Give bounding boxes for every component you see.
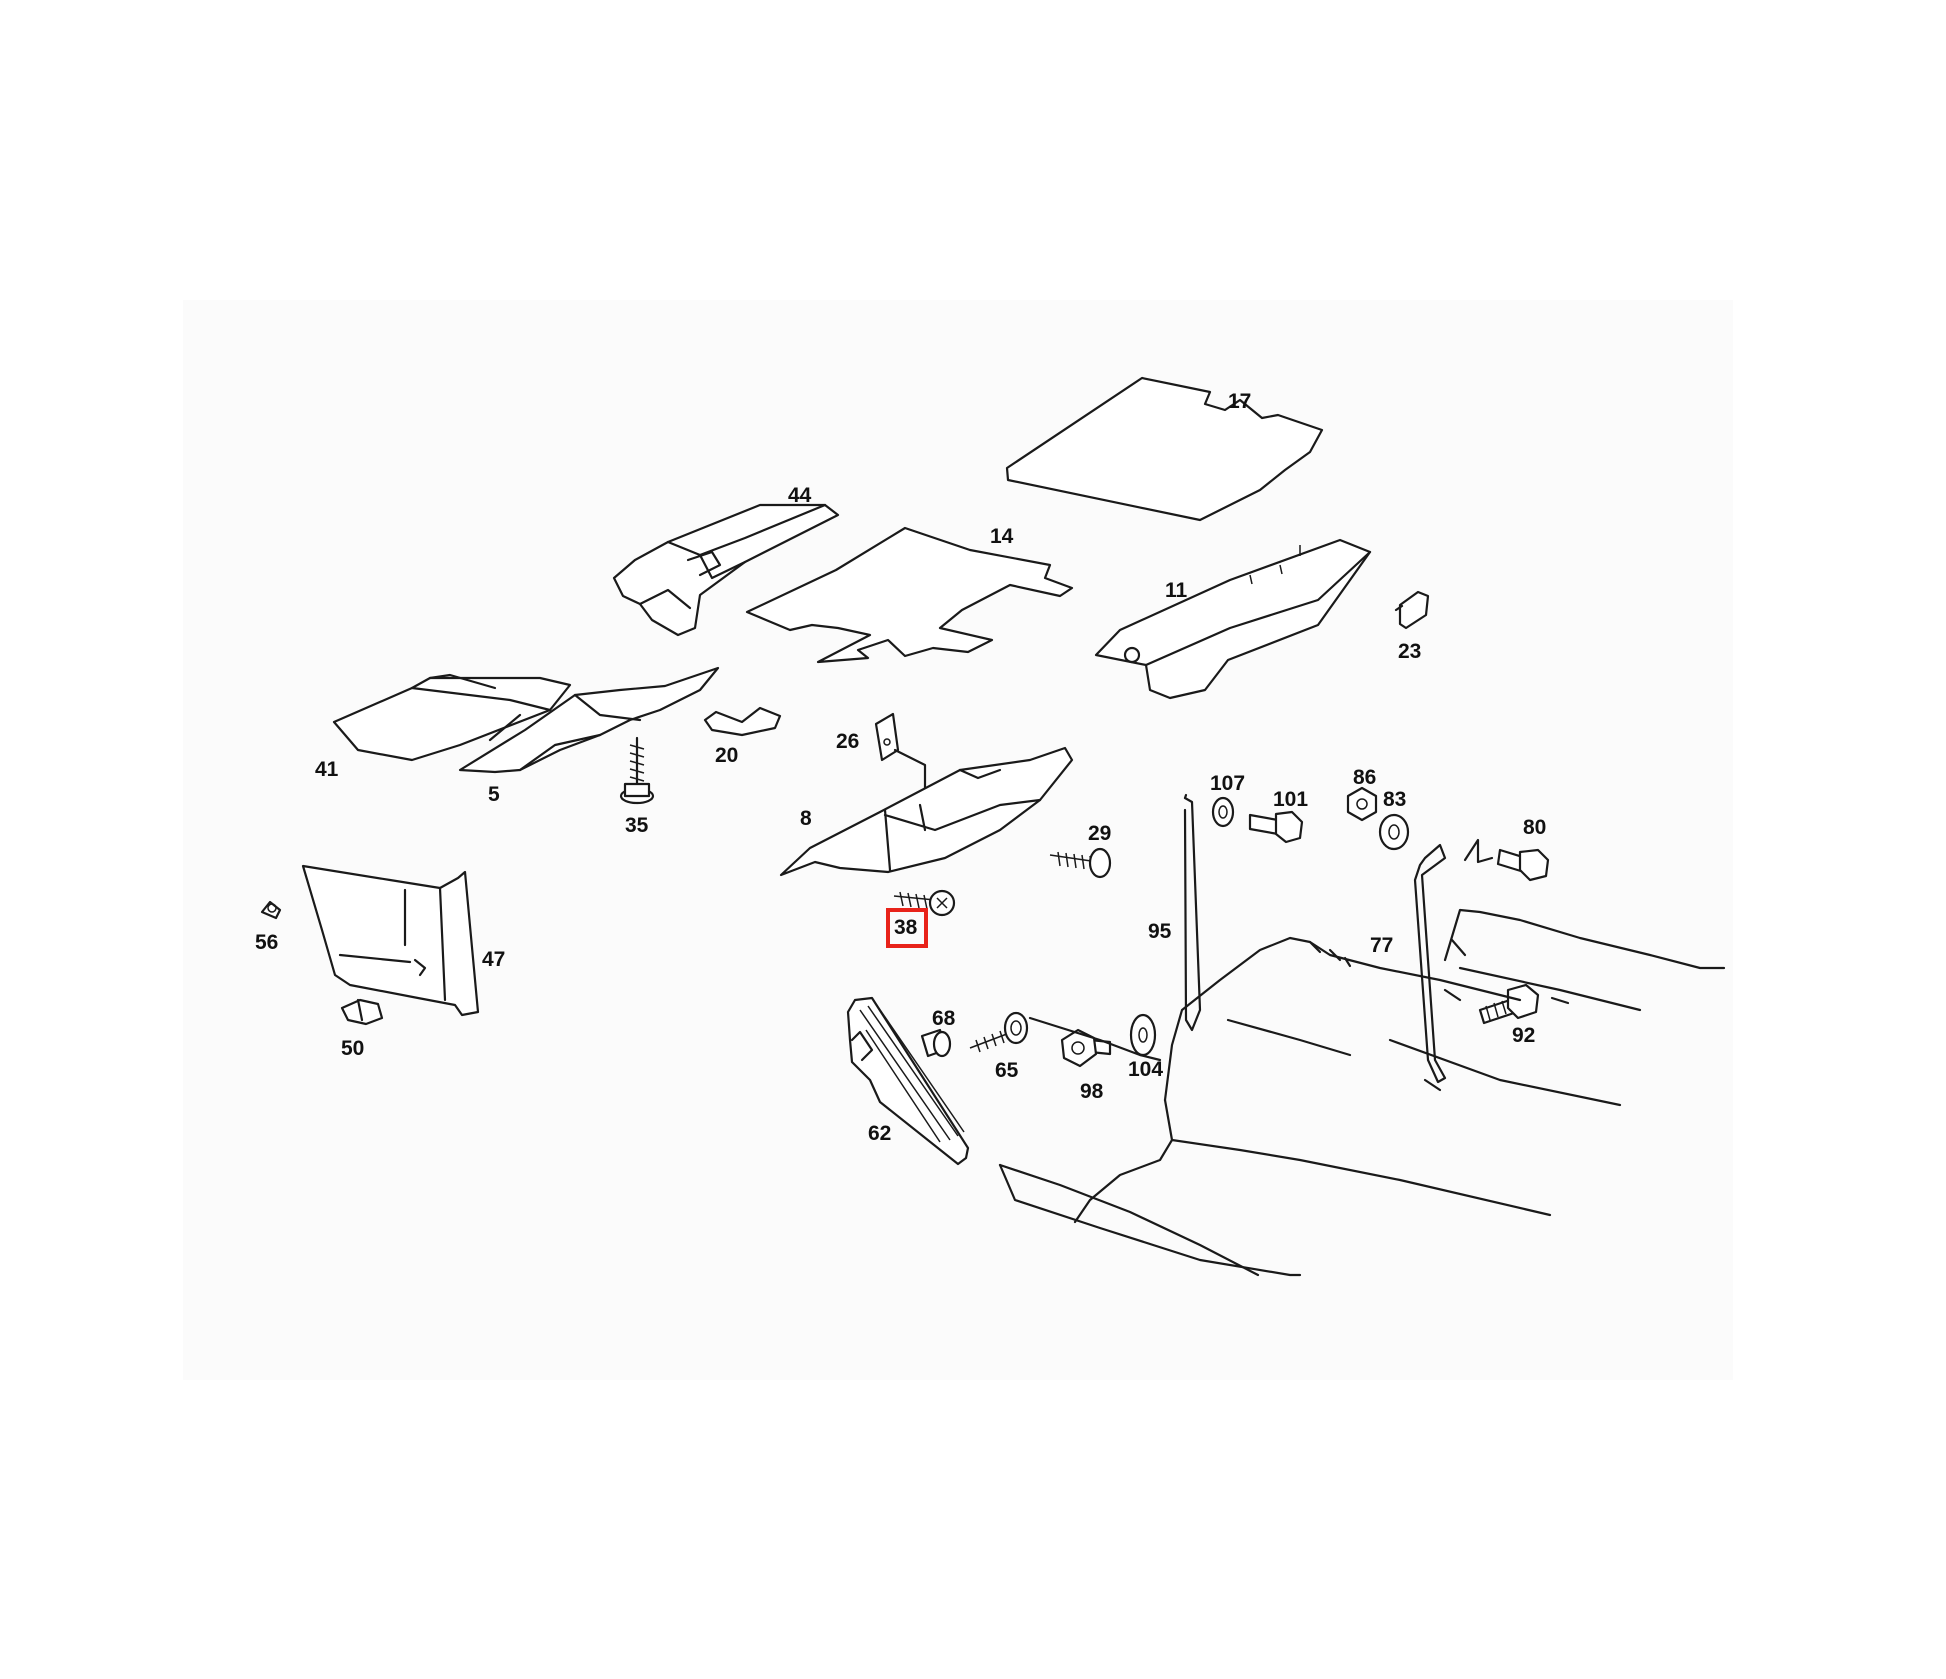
callout-23[interactable]: 23 (1398, 640, 1421, 663)
callout-68[interactable]: 68 (932, 1007, 956, 1030)
part-14-floor-mat (745, 526, 1074, 664)
callout-8[interactable]: 8 (800, 807, 812, 830)
callout-107[interactable]: 107 (1210, 772, 1245, 795)
callout-80[interactable]: 80 (1523, 816, 1546, 839)
part-44-console-cover (612, 503, 840, 637)
part-38-clip (893, 889, 956, 917)
part-35-screw (619, 736, 655, 805)
callout-35[interactable]: 35 (625, 814, 649, 837)
highlight-box-38 (886, 908, 928, 948)
part-29-screw (1049, 847, 1112, 879)
part-86-nut (1346, 786, 1378, 822)
callout-101[interactable]: 101 (1273, 788, 1308, 811)
callout-26[interactable]: 26 (836, 730, 859, 753)
part-62-pedal (846, 996, 970, 1166)
part-8-lower-trim (779, 746, 1074, 877)
callout-38[interactable]: 38 (894, 916, 918, 939)
part-92-bolt (1478, 983, 1570, 1025)
callout-47[interactable]: 47 (482, 948, 505, 971)
callout-95[interactable]: 95 (1148, 920, 1172, 943)
callout-20[interactable]: 20 (715, 744, 738, 767)
callout-17[interactable]: 17 (1228, 390, 1251, 413)
part-101-bolt (1248, 810, 1304, 844)
callout-14[interactable]: 14 (990, 525, 1014, 548)
part-47-kick-panel (301, 864, 480, 1017)
callout-56[interactable]: 56 (255, 931, 278, 954)
part-26-clip-nut (874, 712, 927, 802)
part-56-clip (260, 900, 282, 920)
part-83-washer (1378, 813, 1410, 851)
callout-62[interactable]: 62 (868, 1122, 891, 1145)
part-80-bolt (1463, 838, 1550, 882)
vehicle-floor-outline (998, 908, 1726, 1277)
callout-92[interactable]: 92 (1512, 1024, 1535, 1047)
part-65-screw (969, 1011, 1029, 1053)
callout-98[interactable]: 98 (1080, 1080, 1104, 1103)
callout-41[interactable]: 41 (315, 758, 339, 781)
part-5-tunnel-cover (458, 666, 720, 774)
part-104-washer (1129, 1013, 1157, 1057)
callout-77[interactable]: 77 (1370, 934, 1393, 957)
part-50-clip (340, 998, 384, 1026)
callout-50[interactable]: 50 (341, 1037, 364, 1060)
callout-83[interactable]: 83 (1383, 788, 1406, 811)
part-95-rod (1183, 793, 1202, 1032)
part-20-bracket (703, 706, 782, 737)
callout-11[interactable]: 11 (1165, 579, 1188, 602)
callout-86[interactable]: 86 (1353, 766, 1376, 789)
part-107-washer (1211, 796, 1235, 828)
part-77-rod (1413, 843, 1447, 1084)
part-41-floor-panel (332, 673, 572, 762)
callout-5[interactable]: 5 (488, 783, 500, 806)
callout-65[interactable]: 65 (995, 1059, 1019, 1082)
part-11-side-panel (1094, 538, 1372, 700)
callout-104[interactable]: 104 (1128, 1058, 1163, 1081)
part-98-bolt (1060, 1028, 1112, 1068)
part-68-bushing (920, 1028, 952, 1058)
part-23-clip (1394, 590, 1430, 630)
callout-29[interactable]: 29 (1088, 822, 1111, 845)
callout-44[interactable]: 44 (788, 484, 812, 507)
part-17-floor-mat (1005, 376, 1324, 522)
